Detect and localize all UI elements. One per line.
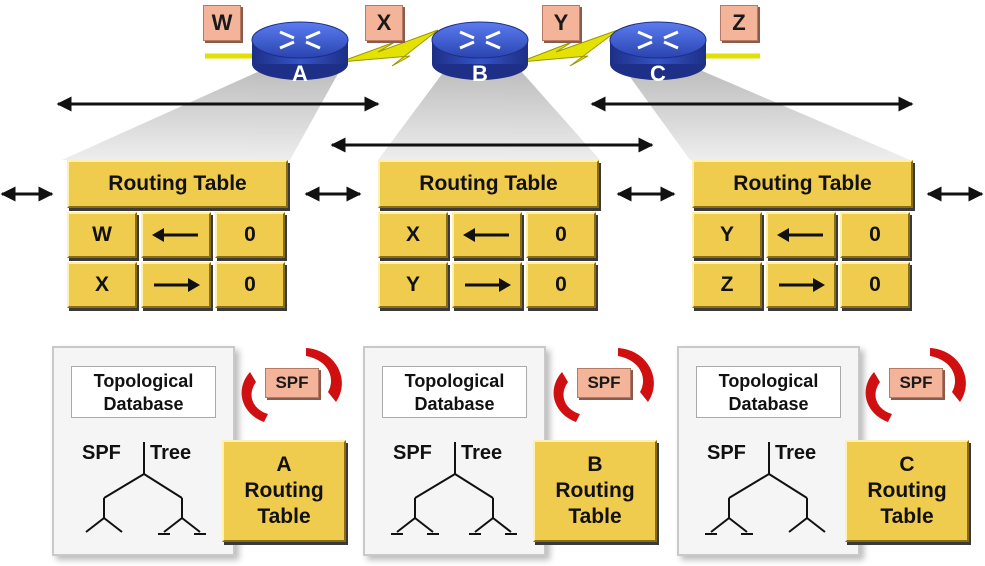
- dest-cell[interactable]: X: [67, 262, 137, 308]
- router-b-label: B: [472, 61, 488, 86]
- spf-label: SPF: [393, 442, 432, 464]
- arrow-right-icon[interactable]: [141, 262, 211, 308]
- arrow-right-icon[interactable]: [766, 262, 836, 308]
- rt-line: Routing: [867, 479, 947, 502]
- topo-line: Topological: [718, 371, 819, 391]
- routing-table-title[interactable]: Routing Table: [692, 160, 913, 208]
- spf-tree-icon: [391, 442, 517, 535]
- beam-c: [625, 70, 910, 160]
- rt-line: B: [587, 453, 603, 476]
- spf-badge: SPF: [265, 368, 319, 398]
- routing-table-a: Routing Table W 0 X 0: [67, 160, 296, 310]
- topo-line: Database: [103, 394, 184, 414]
- arrow-left-icon[interactable]: [141, 212, 211, 258]
- spf-tree-icon: [85, 442, 206, 535]
- router-arrows-icon: [637, 30, 679, 50]
- router-b[interactable]: [431, 21, 529, 80]
- tree-label: Tree: [775, 442, 817, 464]
- tree-label: Tree: [150, 442, 192, 464]
- topo-line: Topological: [404, 371, 505, 391]
- spf-badge: SPF: [889, 368, 943, 398]
- arrow-left-icon[interactable]: [766, 212, 836, 258]
- cost-cell[interactable]: 0: [840, 262, 910, 308]
- routing-table-c: Routing Table Y 0 Z 0: [692, 160, 921, 310]
- cost-cell[interactable]: 0: [215, 212, 285, 258]
- spf-badge: SPF: [577, 368, 631, 398]
- router-a-label: A: [292, 61, 308, 86]
- rt-line: Table: [880, 505, 934, 528]
- network-label-w: W: [203, 5, 241, 41]
- routing-table-title[interactable]: Routing Table: [67, 160, 288, 208]
- router-c-label: C: [650, 61, 666, 86]
- cost-cell[interactable]: 0: [526, 212, 596, 258]
- spf-cycle-icon: [865, 348, 966, 422]
- dest-cell[interactable]: Y: [692, 212, 762, 258]
- topological-database[interactable]: Topological Database: [382, 366, 527, 418]
- cost-cell[interactable]: 0: [526, 262, 596, 308]
- rt-line: Table: [568, 505, 622, 528]
- routing-table-b: Routing Table X 0 Y 0: [378, 160, 607, 310]
- topological-database[interactable]: Topological Database: [71, 366, 216, 418]
- router-b-routing-table[interactable]: B Routing Table: [533, 440, 657, 542]
- topology-panel-b: Topological Database SPF Tree: [363, 346, 546, 556]
- spf-label: SPF: [707, 442, 746, 464]
- router-c-routing-table[interactable]: C Routing Table: [845, 440, 969, 542]
- cost-cell[interactable]: 0: [840, 212, 910, 258]
- router-a-routing-table[interactable]: A Routing Table: [222, 440, 346, 542]
- dest-cell[interactable]: X: [378, 212, 448, 258]
- topo-line: Database: [414, 394, 495, 414]
- serial-links: [339, 29, 619, 67]
- rt-line: Routing: [555, 479, 635, 502]
- topo-line: Database: [728, 394, 809, 414]
- dest-cell[interactable]: W: [67, 212, 137, 258]
- router-c[interactable]: [609, 21, 707, 80]
- router-arrows-icon: [279, 30, 321, 50]
- spf-label: SPF: [82, 442, 121, 464]
- topology-panel-c: Topological Database SPF Tree: [677, 346, 860, 556]
- router-a[interactable]: [251, 21, 349, 80]
- beam-a: [62, 70, 340, 160]
- arrow-right-icon[interactable]: [452, 262, 522, 308]
- routing-table-title[interactable]: Routing Table: [378, 160, 599, 208]
- router-arrows-icon: [459, 30, 501, 50]
- spf-cycle-icon: [553, 348, 654, 422]
- rt-line: C: [899, 453, 915, 476]
- rt-line: Table: [257, 505, 311, 528]
- network-label-y: Y: [542, 5, 580, 41]
- spf-cycle-icon: [241, 348, 342, 422]
- arrow-left-icon[interactable]: [452, 212, 522, 258]
- topology-panel-a: Topological Database SPF Tree: [52, 346, 235, 556]
- dest-cell[interactable]: Y: [378, 262, 448, 308]
- spf-tree-icon: [705, 442, 826, 535]
- dest-cell[interactable]: Z: [692, 262, 762, 308]
- network-label-z: Z: [720, 5, 758, 41]
- cost-cell[interactable]: 0: [215, 262, 285, 308]
- rt-line: A: [276, 453, 292, 476]
- topological-database[interactable]: Topological Database: [696, 366, 841, 418]
- scope-arrows: [0, 96, 984, 202]
- link-ab: [339, 29, 439, 67]
- topo-line: Topological: [93, 371, 194, 391]
- network-label-x: X: [365, 5, 403, 41]
- tree-label: Tree: [461, 442, 503, 464]
- rt-line: Routing: [244, 479, 324, 502]
